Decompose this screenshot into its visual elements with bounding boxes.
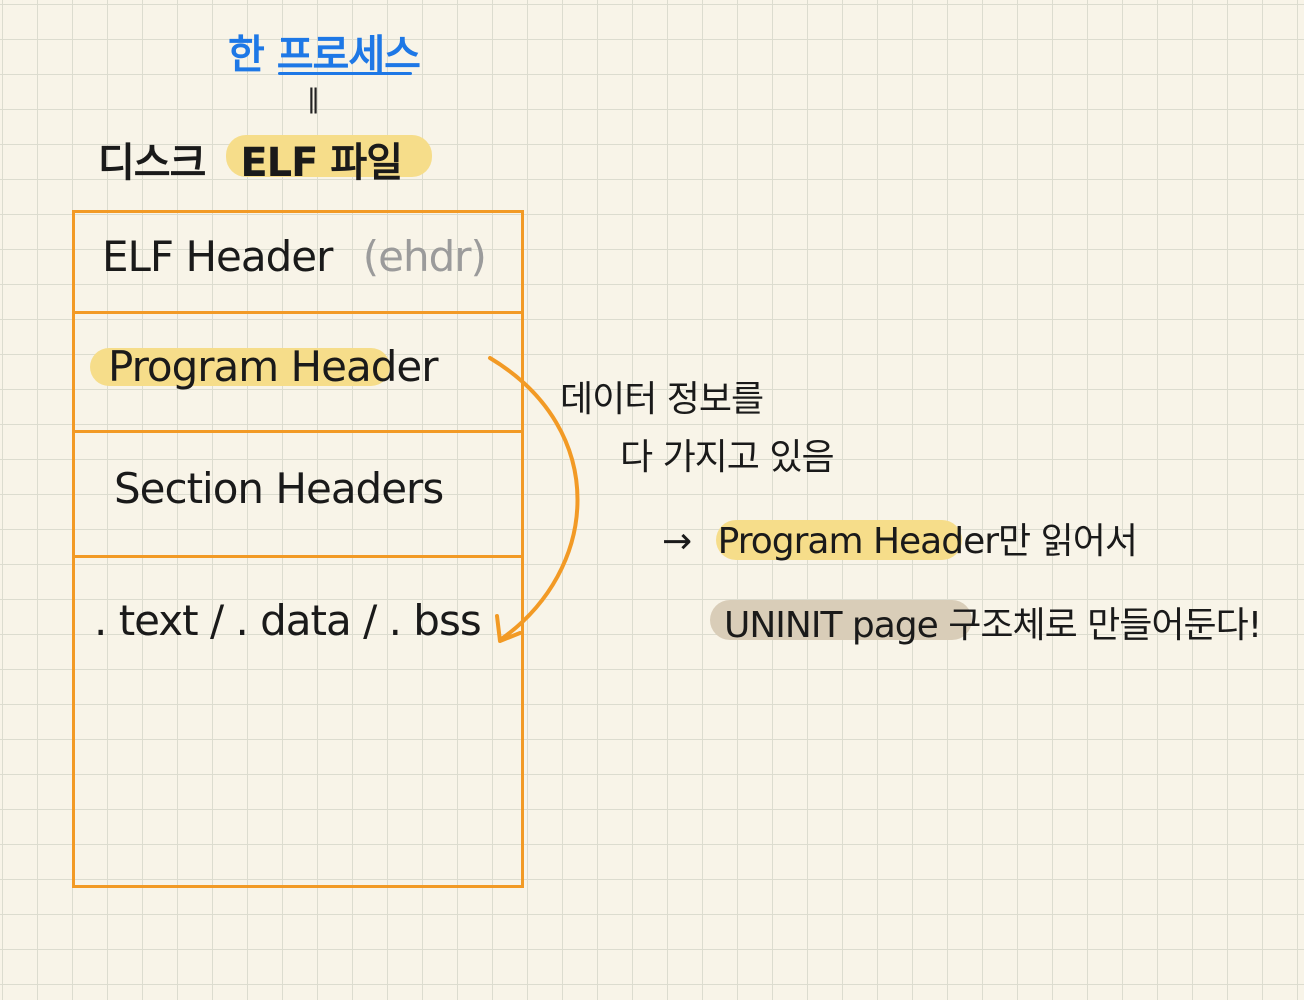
program-header-highlight	[90, 348, 390, 386]
disk-elf-label: 디스크 ELF 파일	[98, 130, 403, 188]
note-line-2: 다 가지고 있음	[620, 437, 835, 478]
row-divider	[72, 430, 524, 433]
disk-label-highlight: ELF 파일	[240, 140, 403, 186]
row-divider	[72, 555, 524, 558]
note-line-3: → Program Header만 읽어서	[662, 512, 1138, 564]
ehdr-note: (ehdr)	[362, 232, 487, 281]
row-elf-header: ELF Header (ehdr)	[102, 232, 487, 281]
row-divider	[72, 311, 524, 314]
arrow-right-icon: →	[662, 521, 692, 562]
elf-file-highlight	[226, 135, 432, 177]
row-text-data-bss: . text / . data / . bss	[94, 596, 482, 645]
disk-label-prefix: 디스크	[98, 140, 206, 186]
note-line-4: UNINIT page 구조체로 만들어둔다!	[724, 596, 1262, 648]
elf-header-label: ELF Header	[102, 232, 333, 281]
row-section-headers: Section Headers	[114, 464, 444, 513]
note-line-1: 데이터 정보를	[560, 379, 764, 420]
process-title: 한 프로세스	[228, 32, 421, 78]
equals-mark: ‖	[307, 84, 320, 114]
title-underline	[278, 72, 412, 75]
note-program-header: Program Header	[717, 521, 999, 562]
row-program-header: Program Header	[108, 342, 438, 391]
note-program-header-highlight	[716, 520, 962, 560]
uninit-page-highlight	[710, 600, 972, 640]
note-uninit-page: UNINIT page	[724, 605, 939, 646]
note-line-4-rest: 구조체로 만들어둔다!	[948, 605, 1262, 646]
note-line-3-rest: 만 읽어서	[998, 521, 1138, 562]
